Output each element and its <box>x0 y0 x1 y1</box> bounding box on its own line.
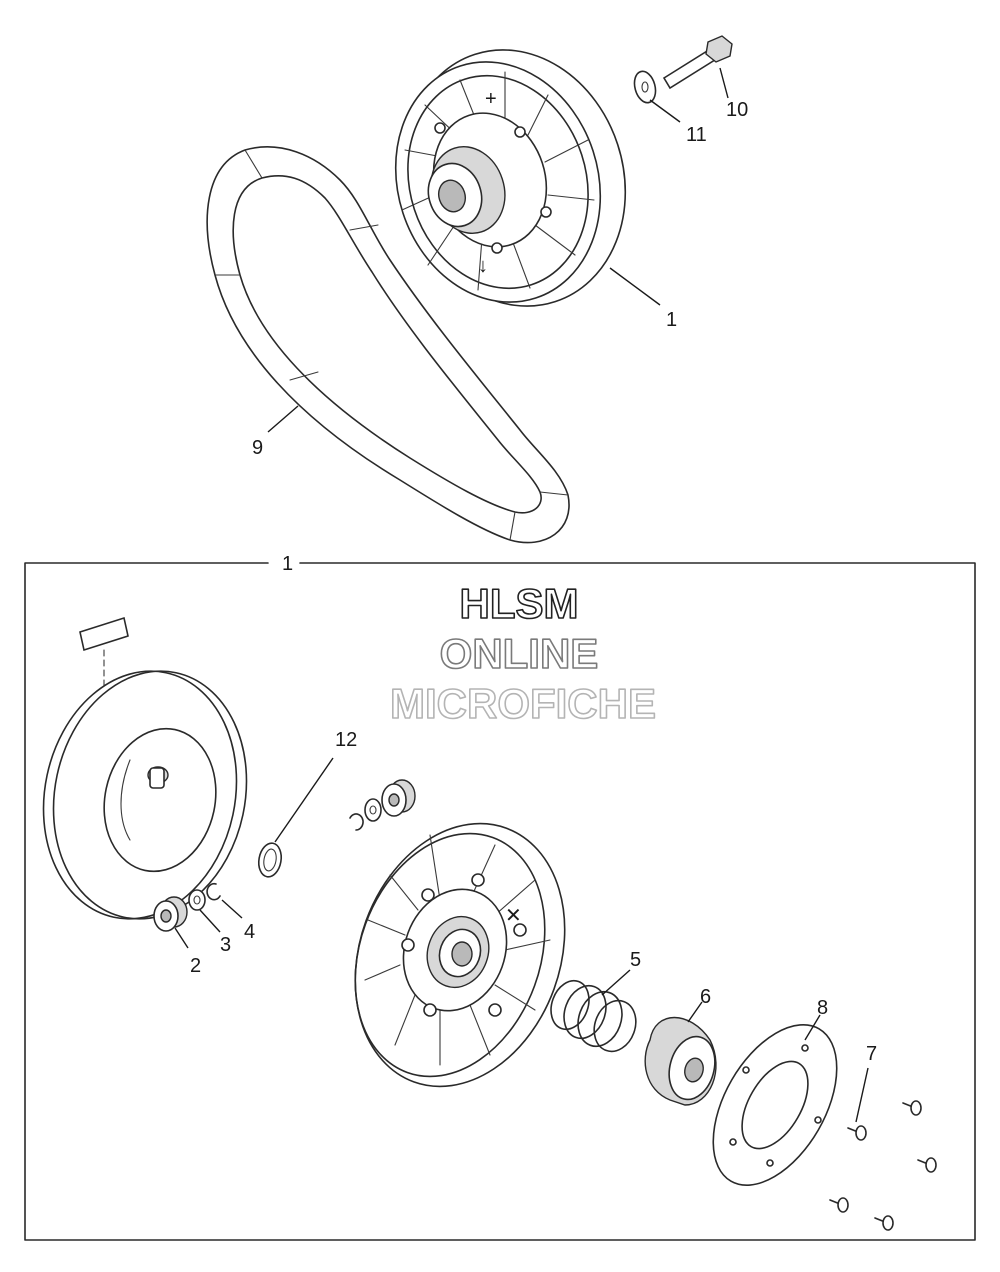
svg-text:+: + <box>485 88 497 110</box>
watermark-line1: HLSM <box>460 580 579 627</box>
washer-icon <box>188 889 206 911</box>
cam-icon <box>644 1016 717 1106</box>
screw-icon <box>917 1157 937 1173</box>
callout-5: 5 <box>630 949 641 971</box>
callout-7: 7 <box>866 1043 877 1065</box>
callout-4: 4 <box>244 921 255 943</box>
callout-1-frame: 1 <box>282 553 293 575</box>
screw-icon <box>847 1125 867 1141</box>
callout-1-top: 1 <box>666 309 677 331</box>
callout-10: 10 <box>726 99 748 121</box>
callout-3: 3 <box>220 934 231 956</box>
bushing-icon <box>381 779 416 817</box>
svg-text:↓: ↓ <box>478 255 488 277</box>
drive-belt-icon <box>206 146 570 544</box>
cover-plate-icon <box>712 1023 838 1187</box>
callout-12: 12 <box>335 729 357 751</box>
movable-sheave-icon: ✕ <box>354 822 566 1088</box>
screw-icon <box>874 1215 894 1231</box>
o-ring-icon <box>257 842 283 878</box>
washer-icon <box>364 798 382 822</box>
callout-6: 6 <box>700 986 711 1008</box>
screw-icon <box>902 1100 922 1116</box>
watermark-line3: MICROFICHE <box>390 680 656 727</box>
spring-icon <box>550 979 637 1053</box>
washer-icon <box>633 70 657 104</box>
assembly-frame <box>24 562 976 1241</box>
bolt-icon <box>662 35 733 90</box>
callout-8: 8 <box>817 997 828 1019</box>
watermark-line2: ONLINE <box>440 630 599 677</box>
callout-11: 11 <box>686 124 707 146</box>
e-clip-icon <box>349 813 364 831</box>
callout-9: 9 <box>252 437 263 459</box>
driven-clutch-top-icon: + ↓ <box>394 49 627 307</box>
svg-text:✕: ✕ <box>505 905 522 927</box>
e-clip-icon <box>206 882 221 901</box>
fixed-sheave-icon <box>42 616 248 920</box>
callout-2: 2 <box>190 955 201 977</box>
screw-icon <box>829 1197 849 1213</box>
leader-lines <box>174 67 869 1123</box>
bushing-icon <box>153 896 188 932</box>
